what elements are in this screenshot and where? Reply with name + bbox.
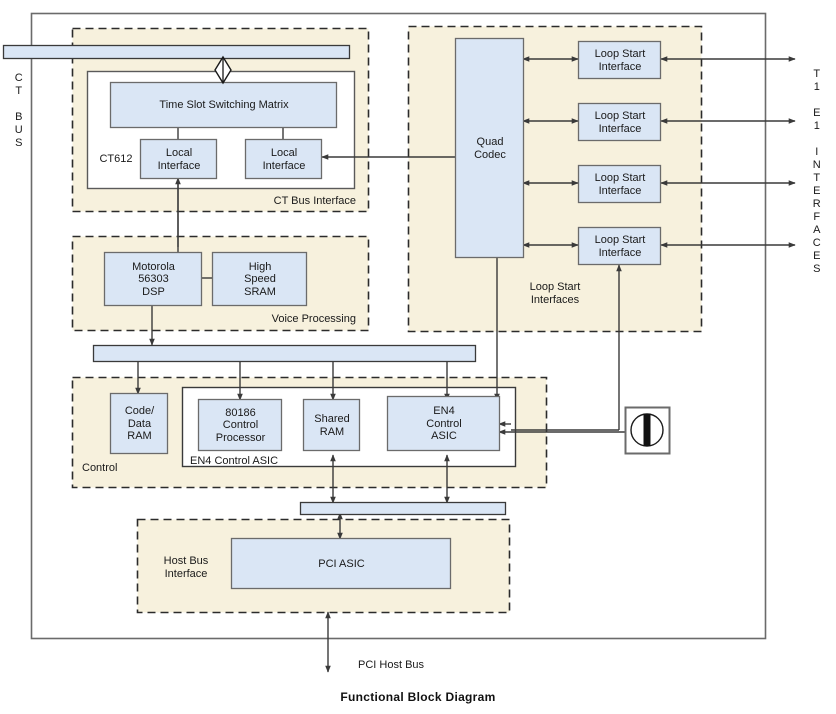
left-ct-bus-label: C T B U S bbox=[14, 72, 24, 149]
block-motorola-dsp[interactable] bbox=[103, 251, 203, 307]
zone-label-en4-control-asic: EN4 Control ASIC bbox=[190, 455, 279, 467]
figure-caption: Functional Block Diagram bbox=[340, 690, 496, 704]
block-quad-codec[interactable] bbox=[454, 37, 525, 259]
block-local-interface-left[interactable] bbox=[139, 138, 218, 180]
zone-label-loop-start-interfaces: Loop Start Interfaces bbox=[529, 281, 581, 306]
bus-bar-host[interactable] bbox=[299, 501, 507, 516]
block-local-interface-right[interactable] bbox=[244, 138, 323, 180]
block-en4-control-asic[interactable] bbox=[386, 395, 501, 452]
block-shared-ram[interactable] bbox=[302, 398, 361, 452]
bus-bar-ct-bus[interactable] bbox=[2, 44, 351, 60]
zone-label-control: Control bbox=[82, 462, 118, 474]
bus-bar-main[interactable] bbox=[92, 344, 477, 363]
board-outline bbox=[30, 12, 767, 640]
block-code-data-ram[interactable] bbox=[109, 392, 169, 455]
block-loop-start-interface-1[interactable] bbox=[577, 40, 662, 80]
block-high-speed-sram[interactable] bbox=[211, 251, 308, 307]
block-time-slot-switching-matrix[interactable] bbox=[109, 81, 338, 129]
block-pci-asic[interactable] bbox=[230, 537, 452, 590]
block-loop-start-interface-4[interactable] bbox=[577, 226, 662, 266]
block-loop-start-interface-2[interactable] bbox=[577, 102, 662, 142]
block-control-processor[interactable] bbox=[197, 398, 283, 452]
label-pci-host-bus: PCI Host Bus bbox=[358, 659, 425, 671]
right-t1-e1-interfaces-label: T 1 E 1 I N T E R F A C E S bbox=[812, 68, 822, 275]
zone-label-ct-bus-interface: CT Bus Interface bbox=[273, 195, 356, 207]
block-loop-start-interface-3[interactable] bbox=[577, 164, 662, 204]
zone-label-voice-processing: Voice Processing bbox=[271, 313, 356, 325]
circle-jack-connector-icon[interactable] bbox=[624, 406, 671, 455]
zone-label-host-bus-interface: Host Bus Interface bbox=[163, 555, 209, 580]
diamond-connector-icon bbox=[214, 55, 232, 85]
